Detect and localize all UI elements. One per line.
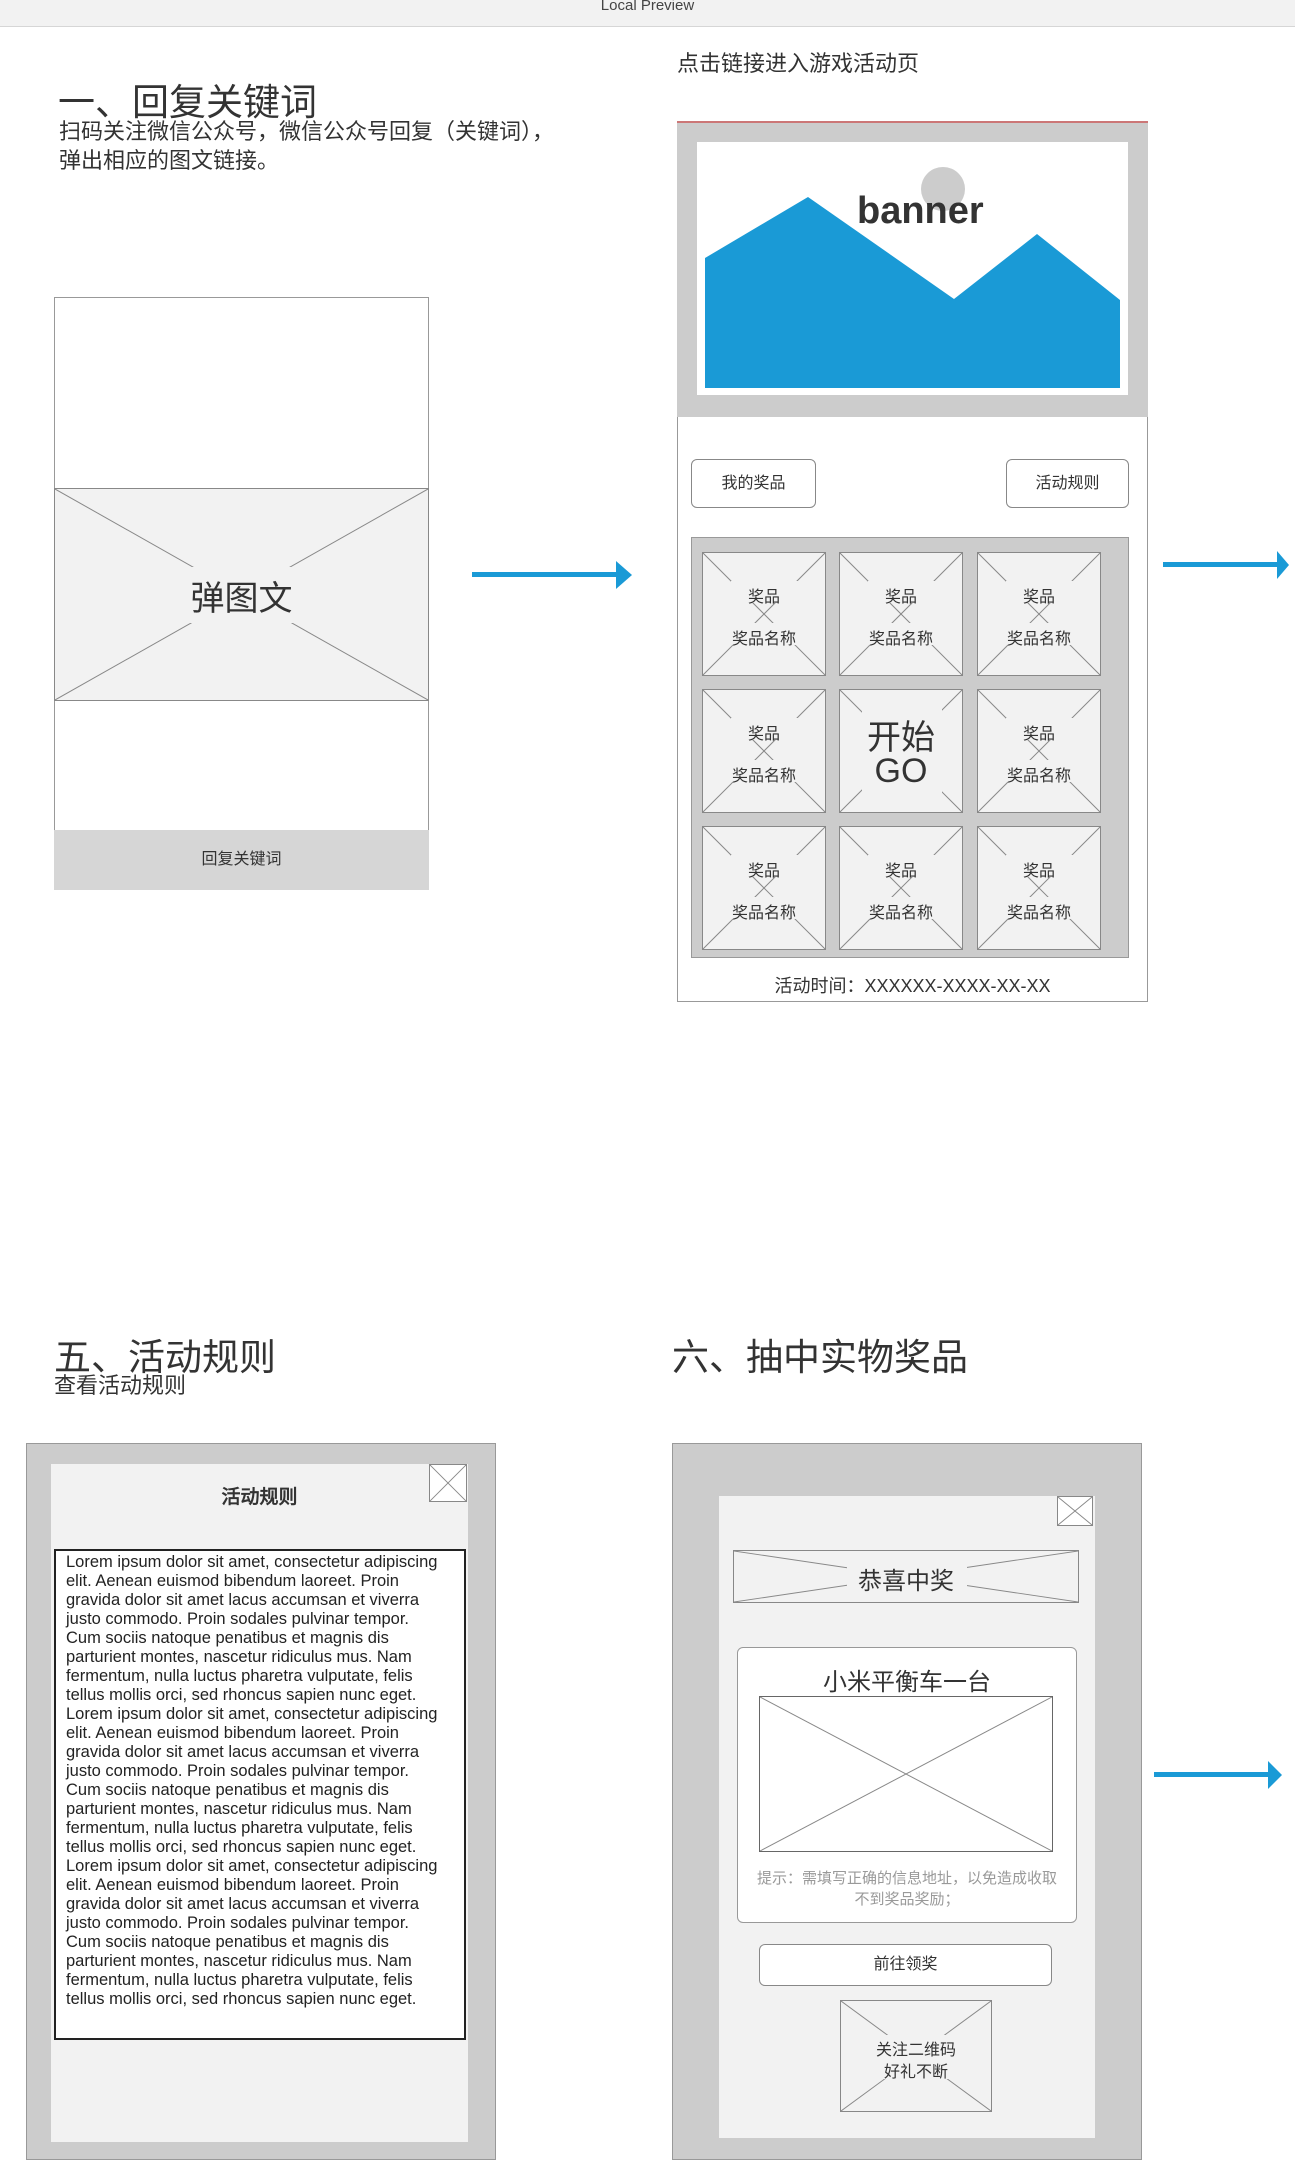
section5-title: 五、活动规则 — [54, 1337, 276, 1378]
banner-image[interactable]: banner — [697, 142, 1128, 395]
activity-time: 活动时间：XXXXXX-XXXX-XX-XX — [774, 976, 1051, 996]
section6-title: 六、抽中实物奖品 — [672, 1337, 968, 1378]
prize-cell[interactable]: 奖品 奖品名称 — [977, 552, 1101, 676]
prize-title: 奖品 — [884, 863, 917, 880]
flow-arrow-2 — [1163, 562, 1279, 567]
section1-description-line1: 扫码关注微信公众号，微信公众号回复（关键词）， — [59, 119, 555, 144]
prize-image-placeholder-icon — [978, 690, 1100, 812]
prize-image-placeholder-icon — [978, 553, 1100, 675]
prize-name-title: 小米平衡车一台 — [823, 1669, 991, 1696]
prize-name: 奖品名称 — [731, 905, 796, 922]
arrow-head-icon — [1268, 1761, 1282, 1789]
rules-button[interactable]: 活动规则 — [1006, 459, 1129, 508]
reply-keyword-label: 回复关键词 — [201, 851, 282, 868]
flow-arrow-1 — [472, 572, 618, 577]
prize-name: 奖品名称 — [1006, 905, 1071, 922]
prize-title: 奖品 — [747, 589, 780, 606]
congrats-text: 恭喜中奖 — [858, 1568, 954, 1595]
section1-description-line2: 弹出相应的图文链接。 — [59, 148, 280, 173]
prize-cell[interactable]: 奖品 奖品名称 — [839, 826, 963, 950]
prize-title: 奖品 — [1022, 589, 1055, 606]
rules-text-box[interactable]: Lorem ipsum dolor sit amet, consectetur … — [54, 1549, 466, 2040]
qr-line-2: 好礼不断 — [883, 2064, 948, 2081]
qr-line-1: 关注二维码 — [875, 2042, 956, 2059]
popup-label: 弹图文 — [190, 580, 293, 618]
window-title-bar: Local Preview — [0, 0, 1295, 27]
prize-cell[interactable]: 奖品 奖品名称 — [977, 689, 1101, 813]
start-label: 开始 — [867, 719, 935, 757]
section2-caption: 点击链接进入游戏活动页 — [677, 51, 920, 76]
prize-image-placeholder-icon — [703, 690, 825, 812]
prize-cell[interactable]: 奖品 奖品名称 — [702, 552, 826, 676]
prize-image — [759, 1696, 1053, 1852]
prize-title: 奖品 — [747, 863, 780, 880]
prize-name: 奖品名称 — [868, 905, 933, 922]
qr-code[interactable]: 关注二维码 好礼不断 — [840, 2000, 992, 2112]
go-label: GO — [874, 752, 928, 790]
prize-title: 奖品 — [884, 589, 917, 606]
prize-cell[interactable]: 奖品 奖品名称 — [839, 552, 963, 676]
prize-image-placeholder-icon — [978, 827, 1100, 949]
lottery-grid: 奖品 奖品名称 奖品 奖品名称 奖品 奖品名称 奖品 奖品名称 开始 GO 奖品… — [691, 537, 1129, 958]
window-title: Local Preview — [600, 0, 695, 14]
prize-cell[interactable]: 奖品 奖品名称 — [702, 689, 826, 813]
image-text-popup[interactable]: 弹图文 — [54, 488, 429, 701]
arrow-head-icon — [616, 561, 632, 589]
close-icon[interactable] — [429, 1464, 467, 1502]
mountain-image-icon — [705, 167, 1120, 388]
prize-image-placeholder-icon — [840, 827, 962, 949]
prize-name: 奖品名称 — [868, 631, 933, 648]
section1-title: 一、回复关键词 — [58, 82, 317, 123]
reply-keyword-input-bar[interactable]: 回复关键词 — [54, 830, 429, 890]
start-go-button[interactable]: 开始 GO — [839, 689, 963, 813]
flow-arrow-3 — [1154, 1772, 1270, 1777]
banner-text: banner — [857, 190, 984, 232]
prize-cell[interactable]: 奖品 奖品名称 — [977, 826, 1101, 950]
close-x-icon — [1058, 1497, 1092, 1525]
prize-image-placeholder-icon — [703, 827, 825, 949]
rules-body-text: Lorem ipsum dolor sit amet, consectetur … — [66, 1553, 438, 2008]
close-icon[interactable] — [1057, 1496, 1093, 1526]
close-x-icon — [430, 1465, 466, 1501]
prize-name: 奖品名称 — [1006, 631, 1071, 648]
prize-name: 奖品名称 — [1006, 768, 1071, 785]
rules-dialog-title: 活动规则 — [221, 1487, 298, 1508]
prize-name: 奖品名称 — [731, 631, 796, 648]
prize-title: 奖品 — [747, 726, 780, 743]
hint-line-2: 不到奖品奖励； — [854, 1891, 960, 1908]
hint-line-1: 提示：需填写正确的信息地址，以免造成收取 — [756, 1870, 1057, 1887]
arrow-head-icon — [1277, 551, 1289, 579]
prize-title: 奖品 — [1022, 726, 1055, 743]
prize-title: 奖品 — [1022, 863, 1055, 880]
claim-prize-button[interactable]: 前往领奖 — [759, 1944, 1052, 1986]
my-prizes-button[interactable]: 我的奖品 — [691, 459, 816, 508]
prize-image-placeholder-icon — [703, 553, 825, 675]
prize-card: 小米平衡车一台 提示：需填写正确的信息地址，以免造成收取 不到奖品奖励； — [737, 1647, 1077, 1923]
prize-image-placeholder-icon — [760, 1697, 1052, 1851]
congrats-banner: 恭喜中奖 — [733, 1550, 1079, 1603]
section5-subtitle: 查看活动规则 — [54, 1373, 187, 1398]
prize-image-placeholder-icon — [840, 553, 962, 675]
prize-name: 奖品名称 — [731, 768, 796, 785]
prize-cell[interactable]: 奖品 奖品名称 — [702, 826, 826, 950]
